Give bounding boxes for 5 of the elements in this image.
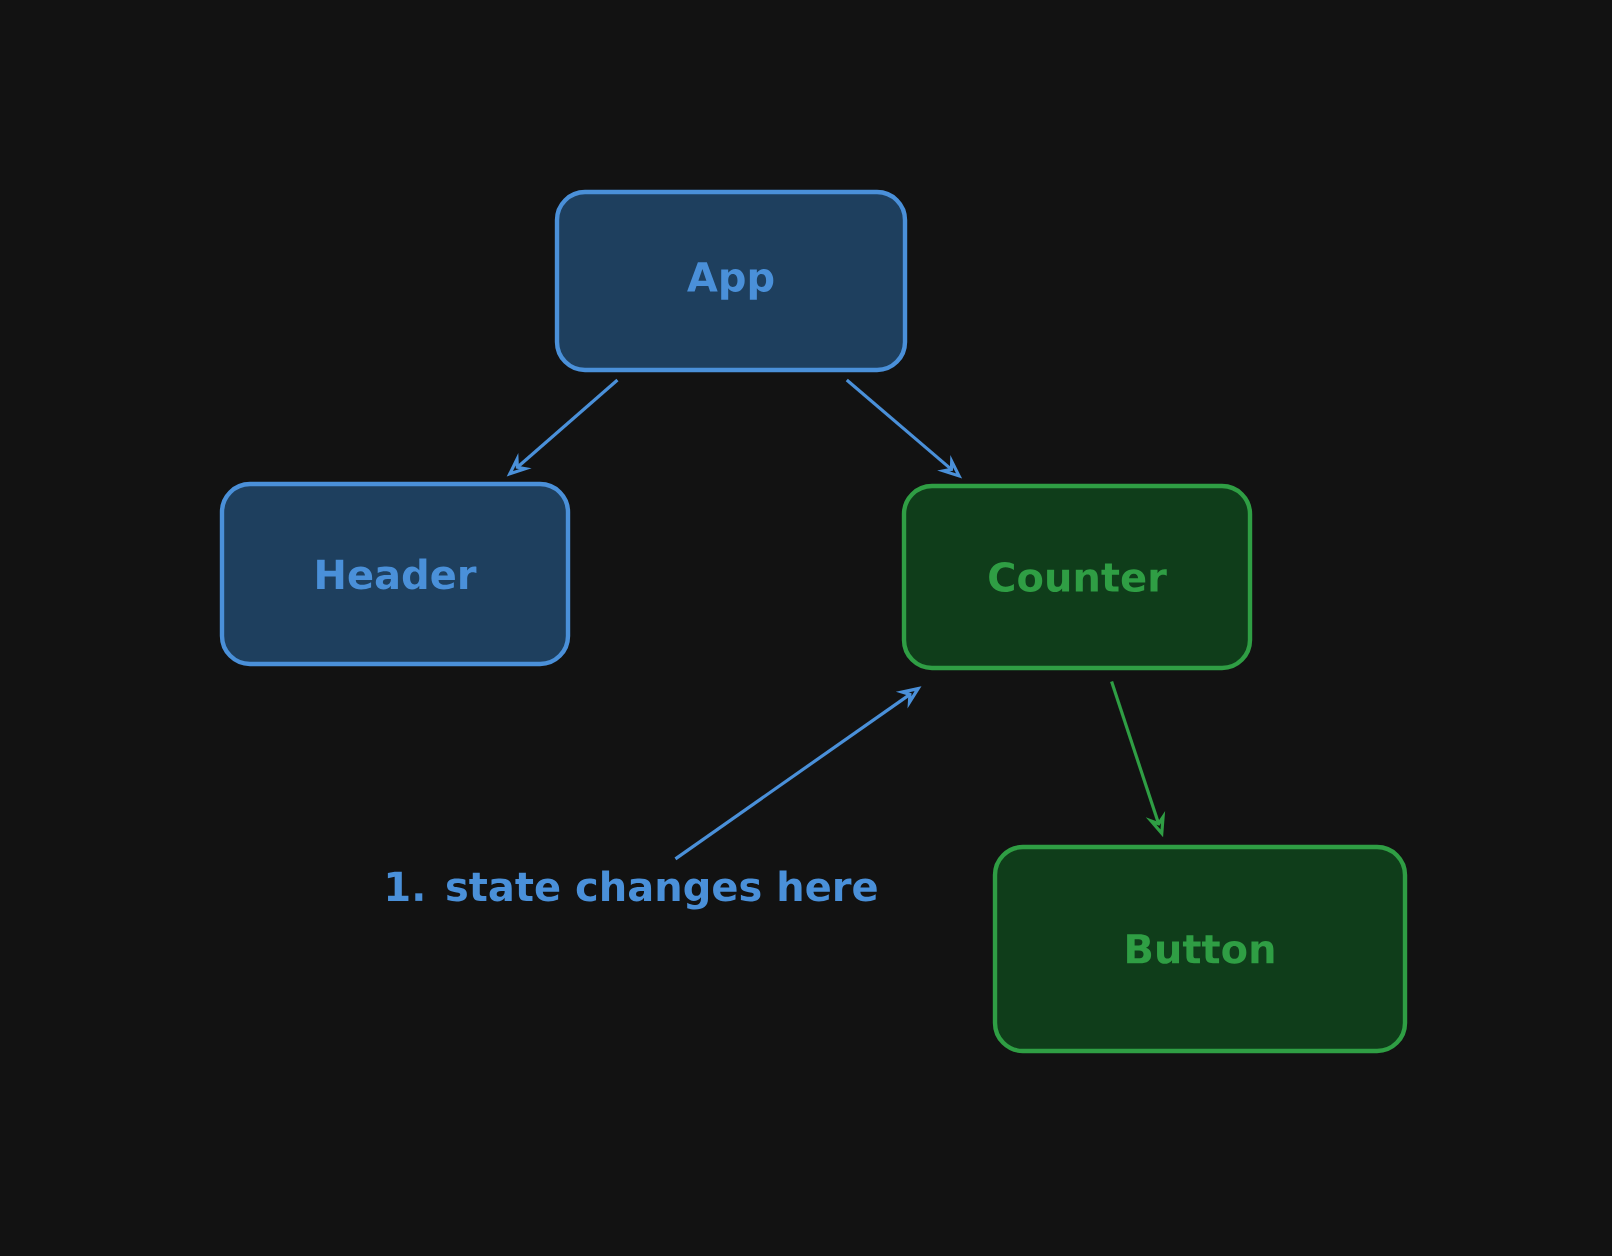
component-box: Counter [901, 483, 1253, 671]
component-box: Button [992, 844, 1408, 1054]
component-box: App [554, 189, 908, 373]
component-box: Header [219, 481, 571, 667]
annotation-text: 1. state changes here [387, 870, 877, 910]
